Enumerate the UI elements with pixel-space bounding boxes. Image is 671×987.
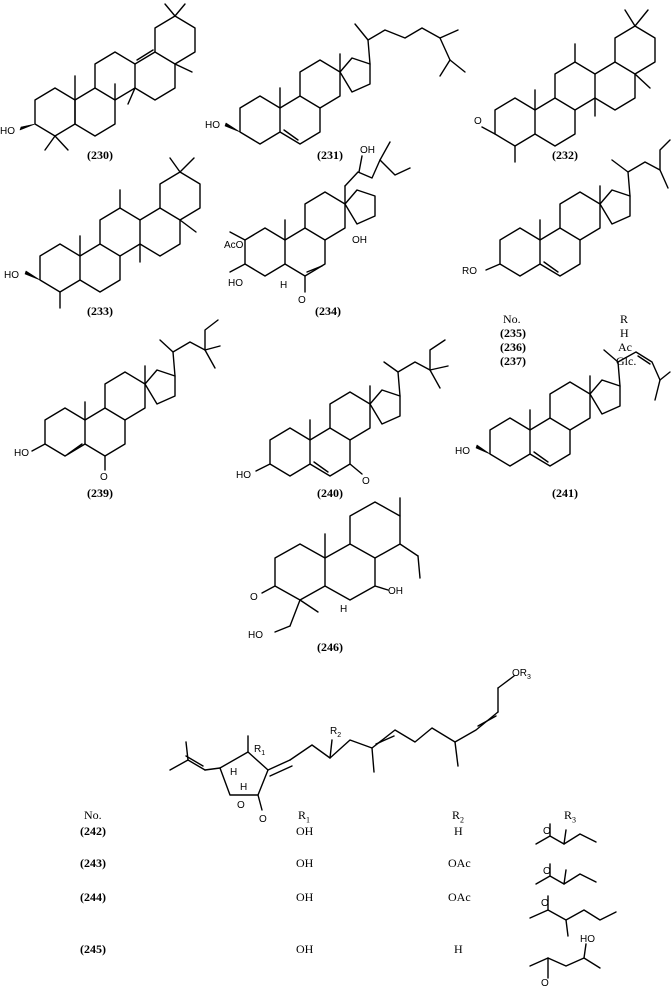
table-242-row-r2: OAc: [448, 856, 471, 870]
table-235-col-r: R: [620, 312, 629, 326]
atom-o-239: O: [100, 472, 108, 483]
compound-label-239: (239): [87, 486, 113, 500]
atom-aco-234: AcO: [224, 240, 244, 251]
atom-h-234: H: [280, 280, 287, 291]
table-235-row-r: H: [620, 326, 629, 340]
atom-r2-242: R2: [330, 726, 341, 739]
table-235-row-no: (236): [500, 340, 526, 354]
atom-o-246: O: [250, 592, 258, 603]
compound-label-234: (234): [315, 304, 341, 318]
atom-h-242b: H: [240, 782, 247, 793]
table-242-row-r2: H: [454, 824, 463, 838]
compound-label-246: (246): [317, 640, 343, 654]
table-235-row-no: (237): [500, 354, 526, 368]
atom-ro-235: RO: [462, 266, 477, 277]
atom-or3-242: OR3: [512, 668, 531, 681]
table-242-row-r2: H: [454, 942, 463, 956]
atom-o-244-r3: O: [541, 898, 549, 909]
atom-oh-234a: OH: [352, 235, 367, 246]
atom-oh-234b: OH: [360, 145, 375, 156]
table-235-row-r: Ac: [618, 340, 632, 354]
table-242-row-no: (243): [80, 856, 106, 870]
atom-ho-245-r3: HO: [580, 934, 595, 945]
compound-label-240: (240): [317, 486, 343, 500]
table-242-col-r2: R2: [452, 808, 465, 825]
atom-ho-239: HO: [14, 448, 29, 459]
atom-ho-241: HO: [455, 446, 470, 457]
table-242-row-r1: OH: [296, 942, 314, 956]
table-235-row-no: (235): [500, 326, 526, 340]
atom-r1-242: R1: [254, 744, 265, 757]
atom-ho-233: HO: [4, 270, 19, 281]
atom-ho-234: HO: [228, 278, 243, 289]
atom-ho-230: HO: [0, 126, 15, 137]
atom-o-232: O: [474, 116, 482, 127]
table-242-row-r1: OH: [296, 890, 314, 904]
table-235-col-no: No.: [503, 312, 521, 326]
compound-label-232: (232): [552, 148, 578, 162]
table-242-col-no: No.: [84, 808, 102, 822]
table-242-row-r1: OH: [296, 824, 314, 838]
atom-h-242a: H: [230, 767, 237, 778]
compound-label-233: (233): [87, 304, 113, 318]
atom-h-246: H: [340, 604, 347, 615]
atom-o-240: O: [362, 476, 370, 487]
atom-o-242-r3: O: [543, 826, 551, 837]
atom-o-243-r3: O: [543, 866, 551, 877]
table-242-row-no: (242): [80, 824, 106, 838]
atom-ho-231: HO: [205, 120, 220, 131]
atom-ho-246: HO: [248, 630, 263, 641]
table-242-col-r1: R1: [298, 808, 311, 825]
atom-o-245-r3: O: [541, 978, 549, 987]
table-235-row-r: Glc.: [616, 354, 637, 368]
table-242-col-r3: R3: [564, 808, 577, 825]
atom-ho-240: HO: [236, 470, 251, 481]
table-242-row-no: (245): [80, 942, 106, 956]
atom-oh-246: OH: [388, 586, 403, 597]
table-242-row-r1: OH: [296, 856, 314, 870]
table-242-row-r2: OAc: [448, 890, 471, 904]
atom-o-242b: O: [259, 814, 267, 825]
compound-label-231: (231): [317, 148, 343, 162]
atom-o-234: O: [298, 295, 306, 306]
compound-label-230: (230): [87, 148, 113, 162]
table-242-row-no: (244): [80, 890, 106, 904]
compound-label-241: (241): [552, 486, 578, 500]
atom-o-242a: O: [237, 800, 245, 811]
